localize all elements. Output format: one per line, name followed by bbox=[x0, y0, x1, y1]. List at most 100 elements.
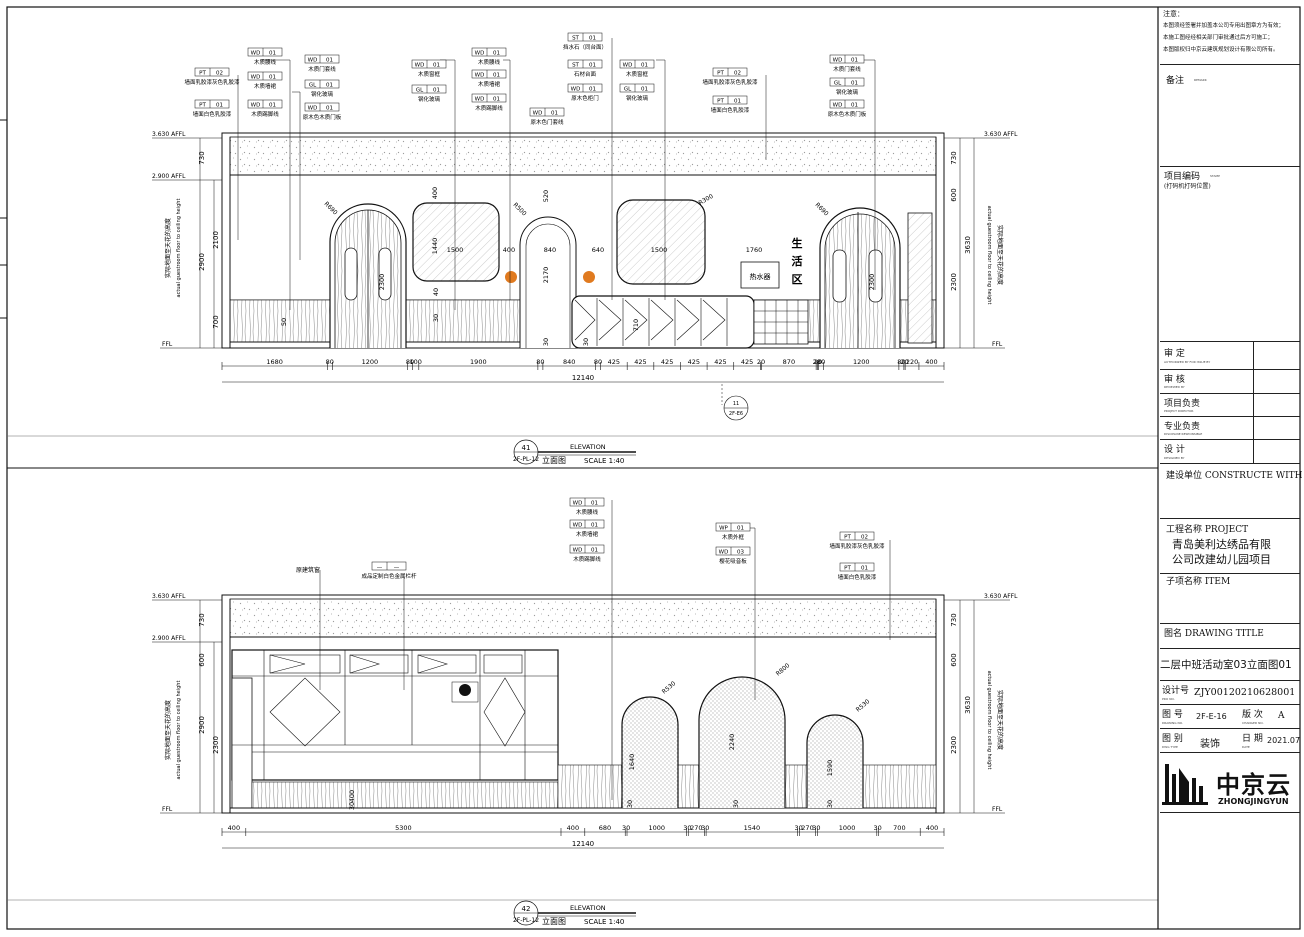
elev1-dim-19: 80 bbox=[817, 358, 825, 366]
elev2-radius-1: R800 bbox=[775, 662, 792, 678]
elev1-tag-num-6: 01 bbox=[326, 82, 333, 88]
elev1-dim-3: 80 bbox=[406, 358, 414, 366]
elev1-tag-text-2: 木质墙裙 bbox=[254, 82, 277, 90]
elev2-tag-text-5: 墙面乳胶漆灰色乳胶漆 bbox=[829, 542, 885, 550]
elev2-tag-code-7: — bbox=[377, 564, 383, 570]
elev1-tag-num-15: 01 bbox=[589, 86, 596, 92]
elev1-dim-16: 870 bbox=[783, 358, 795, 366]
elev2-dim-14: 30 bbox=[874, 824, 882, 832]
elev1-tag-text-15: 原木色柜门 bbox=[571, 94, 599, 102]
elev2-tag-text-3: 木质外框 bbox=[722, 533, 745, 541]
elev1-tag-text-20: 墙面白色乳胶漆 bbox=[711, 106, 750, 114]
elev1-tag-code-17: WD bbox=[623, 62, 633, 68]
svg-text:FFL: FFL bbox=[162, 341, 173, 348]
elev2-tag-num-5: 02 bbox=[861, 534, 868, 540]
drawing-number: 2F-E-16 bbox=[1196, 712, 1227, 721]
elev2-inner-dim-0: 1640 bbox=[628, 754, 636, 771]
elev2-dim-10: 30 bbox=[794, 824, 802, 832]
elev1-tag-code-8: WD bbox=[415, 62, 425, 68]
notes-title: 注意： bbox=[1163, 10, 1184, 18]
elev1-inner-dim-1: 1440 bbox=[431, 238, 439, 255]
elev1-tag-code-23: WD bbox=[833, 102, 843, 108]
elev1-tag-text-10: 木质腰线 bbox=[478, 58, 501, 66]
elev2-dim-0: 400 bbox=[228, 824, 240, 832]
zone-label: 生活区 bbox=[792, 236, 803, 286]
svg-text:2F-PL-12: 2F-PL-12 bbox=[513, 456, 539, 463]
elev1-tag-num-17: 01 bbox=[641, 62, 648, 68]
svg-text:3.630 AFFL: 3.630 AFFL bbox=[984, 131, 1018, 138]
elev1-dim-20: 1200 bbox=[853, 358, 870, 366]
elev1-tag-num-8: 01 bbox=[433, 62, 440, 68]
elev2-inner-dim-3: 30 bbox=[626, 800, 634, 808]
elev1-tag-code-0: WD bbox=[251, 50, 261, 56]
elev1-tag-text-12: 木质踢脚线 bbox=[475, 104, 503, 112]
elev1-dim-12: 425 bbox=[688, 358, 700, 366]
elev2-dim-12: 30 bbox=[812, 824, 820, 832]
elev2-inner-dim-5: 30 bbox=[826, 800, 834, 808]
elev1-dim-7: 840 bbox=[563, 358, 575, 366]
elev2-dim-13: 1000 bbox=[839, 824, 856, 832]
elev1-dim-18: 20 bbox=[814, 358, 822, 366]
elev1-tag-text-6: 钢化玻璃 bbox=[311, 90, 334, 98]
project-name: 青岛美利达绣品有限 bbox=[1172, 538, 1271, 551]
elev1-inner-dim-17: 50 bbox=[280, 318, 288, 326]
elev1-tag-text-7: 原木色木质门板 bbox=[303, 113, 342, 121]
elev1-left-note: 实际地面至天花的高度 bbox=[164, 218, 172, 278]
elev1-total-dim: 12140 bbox=[572, 374, 594, 382]
elev1-tag-code-1: PT bbox=[199, 70, 206, 76]
elev1-tag-num-2: 01 bbox=[269, 74, 276, 80]
elev1-dim-24: 400 bbox=[925, 358, 937, 366]
elevation-41: 热水器 生活区 3.630 AFFL 2.900 AFFL FFL 3.63 bbox=[152, 32, 1018, 465]
elev1-inner-dim-16: 30 bbox=[582, 338, 590, 346]
elev1-dim-8: 80 bbox=[594, 358, 602, 366]
svg-text:ELEVATION: ELEVATION bbox=[570, 443, 606, 451]
elev1-inner-dim-7: 1760 bbox=[746, 246, 763, 254]
elev1-dim-0: 1680 bbox=[266, 358, 283, 366]
elev1-tag-num-21: 01 bbox=[851, 57, 858, 63]
elev1-inner-dim-2: 1500 bbox=[447, 246, 464, 254]
svg-text:FFL: FFL bbox=[992, 341, 1003, 348]
svg-text:700: 700 bbox=[212, 315, 220, 328]
elev1-dim-1: 80 bbox=[326, 358, 334, 366]
elev1-dim-2: 1200 bbox=[362, 358, 379, 366]
elev1-tag-text-22: 钢化玻璃 bbox=[836, 88, 859, 96]
elev2-tag-num-1: 01 bbox=[591, 522, 598, 528]
elev1-radius-3: R690 bbox=[814, 201, 830, 217]
elev1-tag-code-9: GL bbox=[416, 87, 424, 93]
elev2-inner-dim-7: 30 bbox=[348, 802, 356, 810]
svg-text:12140: 12140 bbox=[572, 840, 594, 848]
elev2-tag-text-0: 木质腰线 bbox=[576, 508, 599, 516]
elev1-tag-code-7: WD bbox=[308, 105, 318, 111]
elev2-dim-3: 680 bbox=[599, 824, 611, 832]
elev1-tag-text-18: 钢化玻璃 bbox=[626, 94, 649, 102]
elev2-dim-15: 700 bbox=[893, 824, 905, 832]
elev2-inner-dim-1: 2240 bbox=[728, 734, 736, 751]
elev1-title: 41 2F-PL-12 ELEVATION 立面图 SCALE 1:40 bbox=[513, 439, 636, 465]
elev2-tag-code-0: WD bbox=[573, 500, 583, 506]
svg-text:600: 600 bbox=[198, 653, 206, 666]
elev2-inner-dim-2: 1590 bbox=[826, 760, 834, 777]
logo-mark-icon bbox=[1162, 764, 1208, 805]
svg-text:actual guestroom floor to ceil: actual guestroom floor to ceiling height bbox=[986, 206, 992, 305]
elev1-inner-dim-14: 30 bbox=[432, 314, 440, 322]
elev2-radius-2: R530 bbox=[855, 698, 872, 714]
elev1-inner-dim-0: 400 bbox=[431, 187, 439, 199]
elev1-tag-code-11: WD bbox=[475, 72, 485, 78]
elev1-tag-num-13: 01 bbox=[589, 35, 596, 41]
elev1-dim-11: 425 bbox=[661, 358, 673, 366]
elev1-inner-dim-9: 2170 bbox=[542, 267, 550, 284]
elev1-tag-num-5: 01 bbox=[326, 57, 333, 63]
elev1-tag-num-11: 01 bbox=[493, 72, 500, 78]
elev1-tag-code-13: ST bbox=[572, 35, 579, 41]
svg-text:实际地面至天花的高度: 实际地面至天花的高度 bbox=[164, 700, 172, 760]
wall-device-icon bbox=[459, 684, 471, 696]
svg-text:实际地面至天花的高度: 实际地面至天花的高度 bbox=[996, 225, 1004, 285]
elev1-inner-dim-8: 520 bbox=[542, 190, 550, 202]
elev1-radius-2: R300 bbox=[698, 193, 715, 207]
elev1-tag-text-5: 木质门套线 bbox=[308, 65, 336, 73]
elevation-42: 3.630 AFFL 2.900 AFFL FFL 3.630 AFFL FFL… bbox=[152, 497, 1018, 926]
title-block: 注意： 本图须经签署并加盖本公司专用出图章方为有效； 本施工图经经相关部门审批通… bbox=[1160, 7, 1303, 929]
elev1-tag-text-0: 木质腰线 bbox=[254, 58, 277, 66]
